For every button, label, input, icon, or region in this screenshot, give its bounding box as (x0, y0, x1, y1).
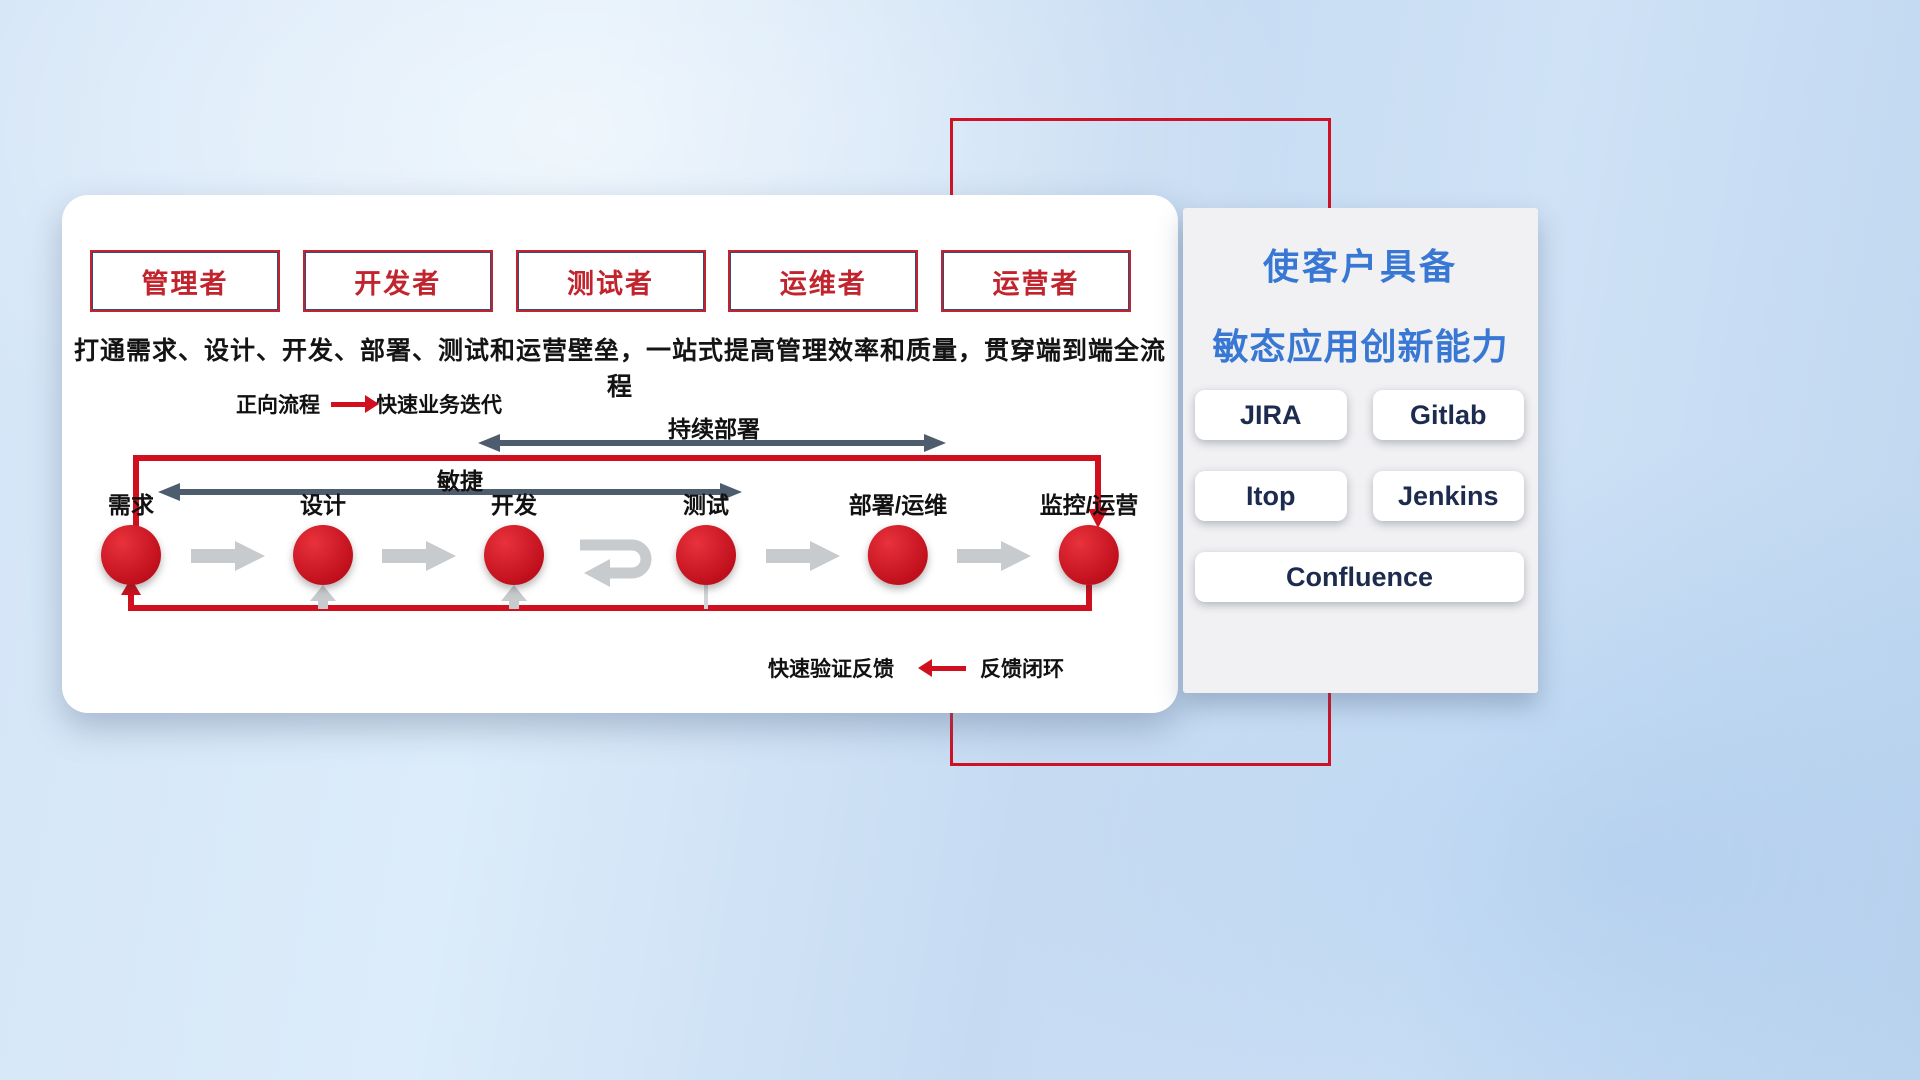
forward-legend-label: 正向流程 (236, 394, 320, 417)
forward-arrow-icon (331, 395, 379, 413)
tool-badge-gitlab: Gitlab (1372, 390, 1524, 440)
stage-label: 设计 (300, 492, 346, 518)
side-panel-title: 使客户具备 敏态应用创新能力 (1183, 208, 1538, 370)
role-box-manager: 管理者 (90, 250, 280, 312)
role-box-developer: 开发者 (302, 250, 493, 312)
continuous-deploy-span-label: 持续部署 (668, 416, 760, 442)
stage-node-development: 开发 (484, 492, 544, 585)
stage-node-deploy-ops: 部署/运维 (849, 492, 947, 585)
stage-circle (484, 525, 544, 585)
stage-label: 测试 (683, 492, 729, 518)
role-label: 开发者 (354, 268, 442, 299)
capability-side-panel: 使客户具备 敏态应用创新能力 JIRA Gitlab Itop Jenkins … (1183, 208, 1538, 693)
agile-span-label: 敏捷 (437, 468, 483, 494)
stage-circle (101, 525, 161, 585)
role-label: 运营者 (992, 268, 1080, 299)
test-connector-line (704, 585, 708, 609)
stage-label: 开发 (491, 492, 537, 518)
tool-badges-grid: JIRA Gitlab Itop Jenkins Confluence (1195, 390, 1524, 602)
role-label: 测试者 (567, 268, 654, 299)
role-label: 管理者 (141, 268, 229, 299)
stage-label: 需求 (108, 492, 154, 518)
devops-flow-panel: 管理者 开发者 测试者 运维者 运营者 打通需求、设计、开发、部署、测试和运营壁… (62, 195, 1178, 713)
headline-text: 打通需求、设计、开发、部署、测试和运营壁垒，一站式提高管理效率和质量，贯穿端到端… (73, 337, 1166, 401)
stage-label: 监控/运营 (1039, 492, 1139, 518)
feedback-legend-label: 快速验证反馈 (768, 658, 894, 681)
side-title-line2: 敏态应用创新能力 (1212, 326, 1509, 367)
role-label: 运维者 (779, 268, 867, 299)
stage-node-design: 设计 (293, 492, 353, 585)
forward-legend-value: 快速业务迭代 (376, 394, 502, 417)
stage-node-testing: 测试 (676, 492, 736, 585)
feedback-up-arrows (310, 585, 708, 609)
feedback-arrow-icon (918, 659, 966, 677)
forward-loop-line (133, 455, 1108, 529)
stage-node-requirements: 需求 (101, 492, 161, 585)
role-box-tester: 测试者 (515, 250, 706, 312)
role-box-operator: 运营者 (941, 250, 1131, 312)
stage-node-monitor-operate: 监控/运营 (1040, 492, 1138, 585)
role-box-ops: 运维者 (728, 250, 919, 312)
feedback-legend: 快速验证反馈 反馈闭环 (768, 653, 1064, 683)
side-title-line1: 使客户具备 (1262, 246, 1458, 287)
stage-circle (1058, 525, 1119, 585)
role-boxes-row: 管理者 开发者 测试者 运维者 运营者 (90, 250, 1131, 312)
tool-badge-jenkins: Jenkins (1372, 471, 1524, 521)
tool-badge-itop: Itop (1195, 471, 1347, 521)
stage-label: 部署/运维 (848, 492, 948, 518)
stage-circle (293, 525, 353, 585)
iterate-loop-arrow (580, 539, 652, 587)
forward-legend: 正向流程 快速业务迭代 (236, 389, 502, 419)
tool-badge-jira: JIRA (1195, 390, 1347, 440)
feedback-legend-value: 反馈闭环 (980, 658, 1064, 681)
stage-circle (867, 525, 928, 585)
stage-circle (676, 525, 736, 585)
tool-badge-confluence: Confluence (1195, 552, 1524, 602)
